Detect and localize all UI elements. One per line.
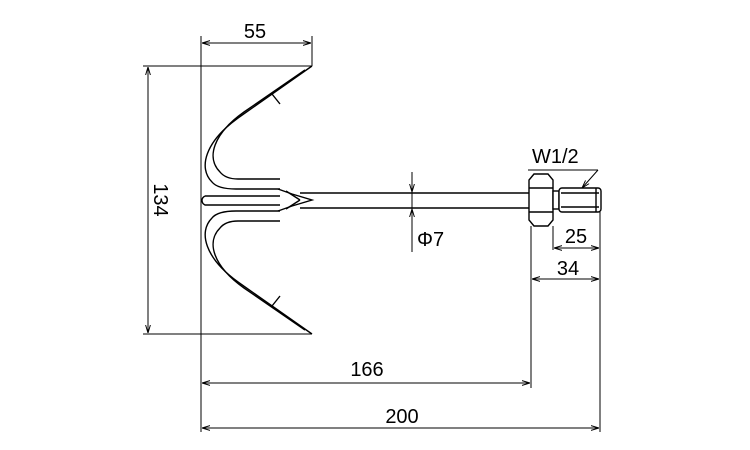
dim-overall-length-label: 200	[385, 406, 418, 428]
dim-thread-length-label: 25	[565, 226, 587, 248]
dim-overall-length: 200	[202, 406, 599, 428]
dim-diameter-label: Φ7	[417, 229, 444, 251]
dim-nut-to-end: 34	[532, 258, 599, 280]
dim-top-width: 55	[202, 21, 311, 43]
dim-height-label: 134	[149, 183, 171, 216]
thread-spec-label: W1/2	[532, 146, 579, 168]
dim-nut-to-end-label: 34	[557, 258, 579, 280]
dim-height: 134	[148, 67, 171, 333]
lower-prong	[204, 210, 313, 335]
threaded-end	[558, 187, 602, 213]
thread-callout: W1/2	[528, 146, 599, 188]
dim-shank-length: 166	[202, 359, 530, 383]
upper-prong	[204, 65, 313, 190]
dim-top-width-label: 55	[244, 21, 266, 43]
anchor-part	[201, 65, 602, 335]
hex-nut	[528, 173, 554, 227]
dim-diameter: Φ7	[412, 173, 444, 251]
dim-shank-length-label: 166	[350, 359, 383, 381]
dim-thread-length: 25	[554, 226, 599, 248]
